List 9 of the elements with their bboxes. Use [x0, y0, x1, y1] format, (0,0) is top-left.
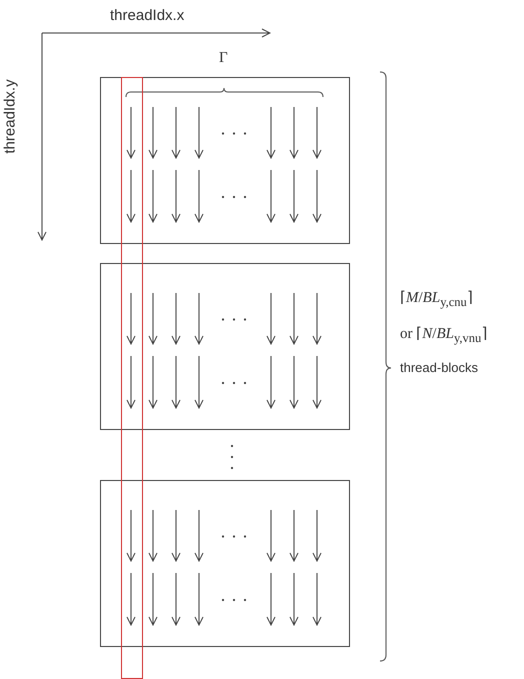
axis-label: threadIdx.x [110, 7, 184, 24]
formula-text: or ⌈N/BL$_{y,vnu}$⌉ [400, 325, 488, 346]
formula-text: ⌈M/BL$_{y,cnu}$⌉ [400, 289, 473, 310]
symbol-label: Γ [219, 50, 228, 67]
thread-block-box [100, 77, 350, 244]
thread-block-box [100, 263, 350, 430]
caption-text: thread-blocks [400, 360, 478, 375]
thread-block-box [100, 480, 350, 647]
axis-label: threadIdx.y [2, 79, 19, 154]
